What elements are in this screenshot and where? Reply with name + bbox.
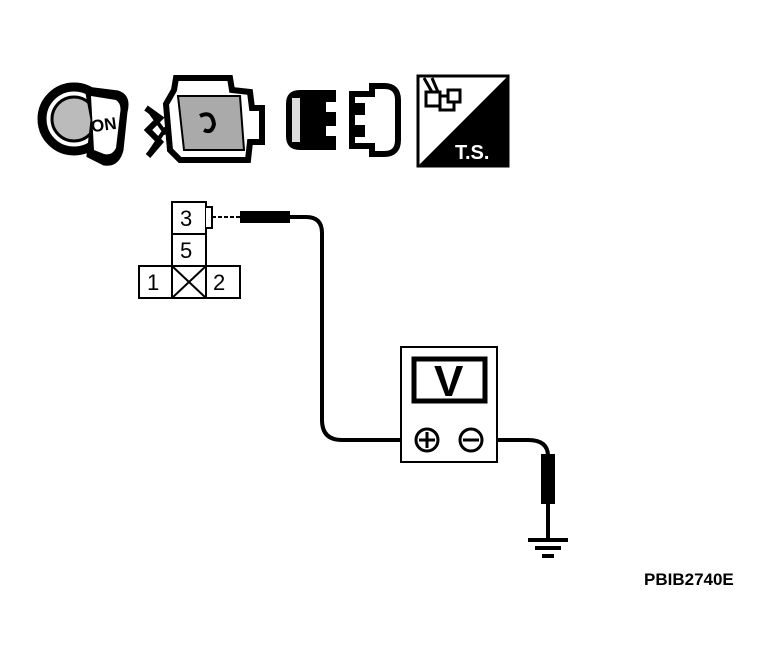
key-on-label: ON: [90, 114, 118, 136]
ground-symbol: [528, 538, 568, 558]
terminal-3-label: 3: [180, 206, 192, 231]
terminal-1-label: 1: [147, 270, 159, 295]
positive-probe: [212, 211, 414, 442]
terminal-2-cell: [205, 265, 241, 299]
connector: [138, 201, 241, 299]
unused-terminal-mark: [171, 265, 207, 299]
terminal-3-cell: [171, 201, 207, 235]
terminal-5-label: 5: [180, 238, 192, 263]
figure-code: PBIB2740E: [644, 570, 734, 589]
ts-harness-icon: T.S.: [416, 74, 510, 168]
positive-terminal: [414, 427, 440, 453]
voltmeter: V: [400, 346, 498, 463]
terminal-1-cell: [138, 265, 174, 299]
ts-label: T.S.: [455, 142, 489, 164]
ignition-key-on-icon: ON: [37, 82, 129, 166]
negative-terminal: [458, 427, 484, 453]
terminal-2-label: 2: [213, 270, 225, 295]
negative-probe: [474, 438, 555, 540]
connector-disconnected-icon: [286, 83, 401, 157]
voltmeter-label: V: [434, 357, 464, 406]
engine-icon: [143, 75, 265, 163]
